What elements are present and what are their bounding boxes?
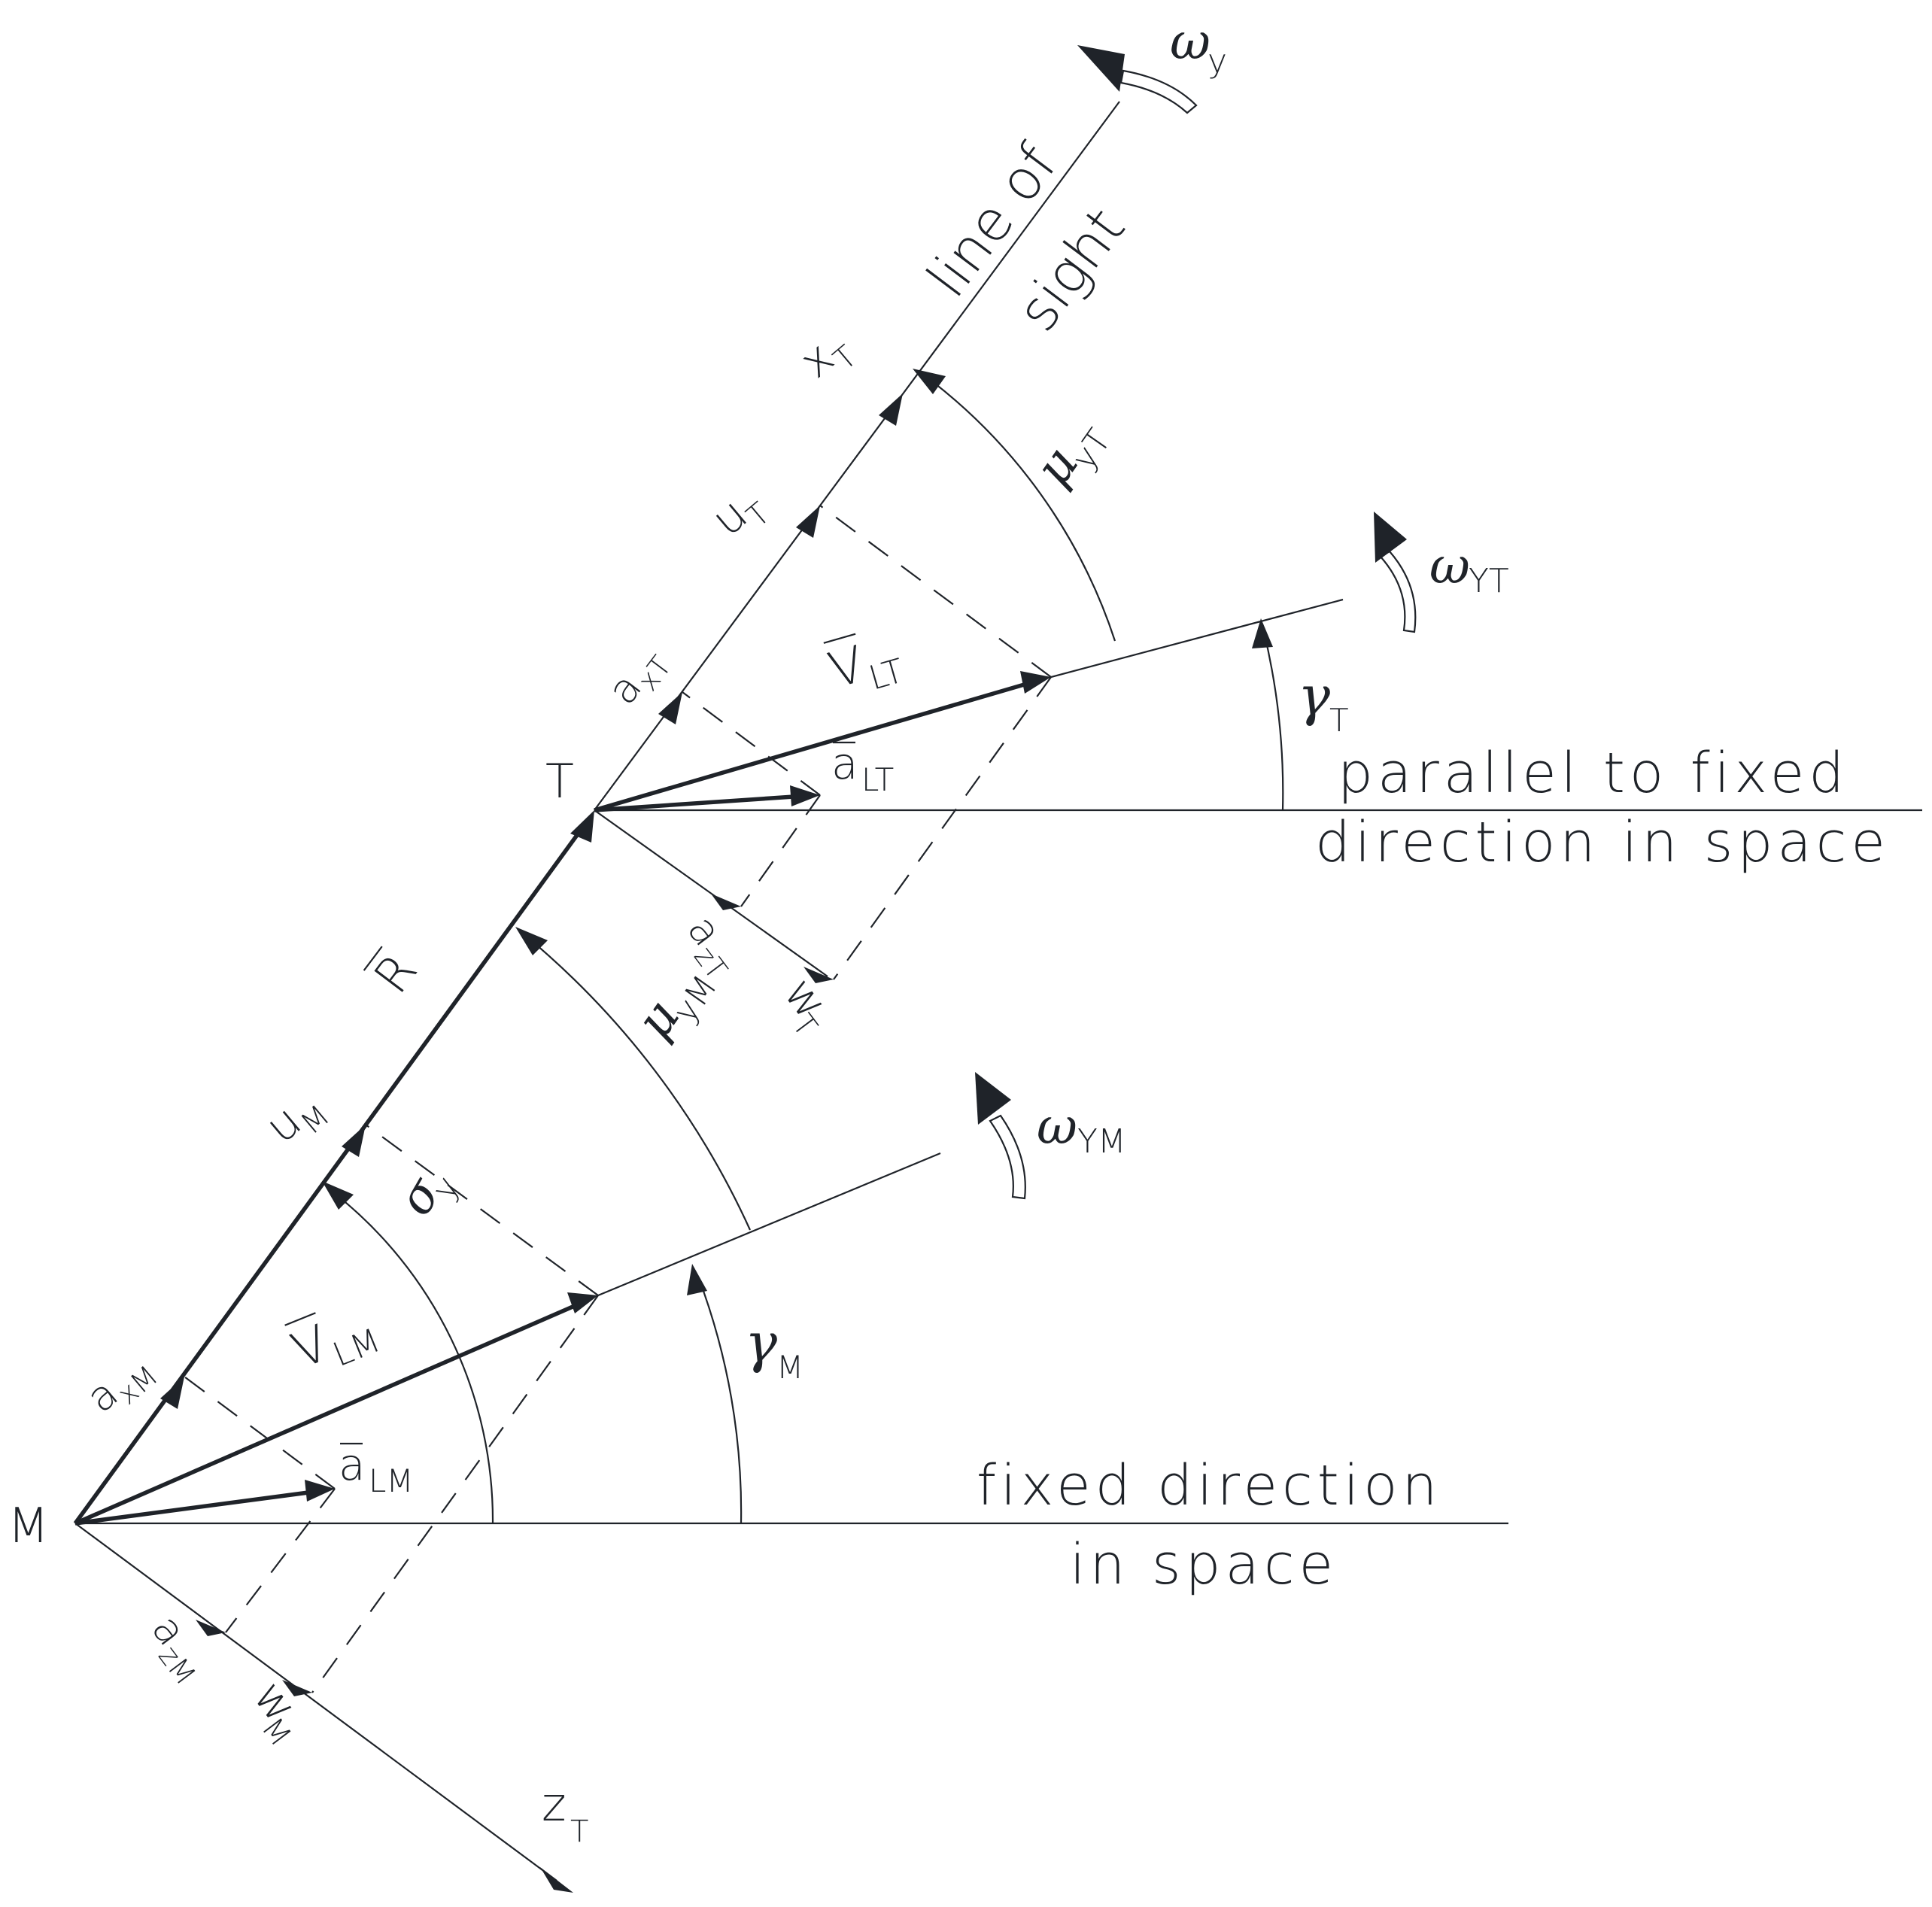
gamma-T-arrowhead bbox=[1252, 618, 1273, 648]
dash-VLT-to-wT bbox=[833, 676, 1052, 980]
axT-label: a xT bbox=[598, 650, 678, 713]
uM-label: u M bbox=[256, 1095, 337, 1153]
gamma-T-sub: T bbox=[1329, 702, 1349, 739]
missile-accel-arrowhead bbox=[305, 1480, 335, 1502]
missile-velocity-arrowhead bbox=[567, 1292, 598, 1313]
axM-arrowhead bbox=[160, 1377, 184, 1409]
aLM-label: a LM bbox=[339, 1439, 414, 1499]
missile-velocity-direction-line bbox=[597, 1152, 941, 1297]
VLM-text: V bbox=[284, 1314, 337, 1380]
azT-arrowhead bbox=[711, 894, 741, 910]
zT-arrowhead bbox=[540, 1867, 573, 1893]
zT-label: z T bbox=[542, 1777, 588, 1849]
azM-arrowhead bbox=[196, 1620, 226, 1636]
gamma-M-text: γ bbox=[745, 1311, 778, 1374]
aLT-label: a LT bbox=[831, 738, 894, 798]
sigma-y-arc bbox=[333, 1192, 494, 1524]
gamma-M-arrowhead bbox=[687, 1264, 707, 1295]
missile-velocity-vector bbox=[74, 1300, 585, 1526]
dash-aLM-to-axM bbox=[184, 1376, 336, 1489]
omega-YM-rotation-icon bbox=[975, 1072, 1026, 1200]
sigma-y-label: σ y bbox=[387, 1167, 467, 1225]
VLT-sub: LT bbox=[865, 651, 909, 698]
VLT-label: V LT bbox=[822, 633, 909, 700]
zT-text: z bbox=[542, 1777, 567, 1832]
range-vector-R bbox=[73, 822, 588, 1525]
gamma-T-label: γ T bbox=[1298, 664, 1349, 739]
axT-arrowhead bbox=[658, 692, 682, 724]
uT-arrowhead bbox=[796, 506, 820, 538]
VLT-text: V bbox=[822, 635, 871, 700]
omega-YT-label: ω YT bbox=[1429, 537, 1509, 600]
mu-yT-arrowhead bbox=[913, 369, 946, 394]
omega-YT-text: ω bbox=[1429, 537, 1470, 595]
sigma-y-arrowhead bbox=[322, 1181, 354, 1210]
wM-label: w M bbox=[243, 1672, 307, 1753]
xT-label: x T bbox=[790, 331, 864, 388]
omega-y-rotation-icon bbox=[1077, 45, 1198, 114]
axM-label: a xM bbox=[77, 1359, 164, 1422]
gamma-T-arc bbox=[1262, 631, 1284, 811]
point-T-label: T bbox=[545, 754, 574, 809]
target-accel-arrowhead bbox=[790, 785, 820, 806]
dash-VLM-to-uM bbox=[365, 1124, 599, 1296]
dash-aLM-to-azM bbox=[225, 1488, 336, 1633]
point-M-label: M bbox=[8, 1499, 49, 1554]
range-R-text: R bbox=[364, 944, 429, 1004]
fixed-direction-label-2: in space bbox=[1070, 1532, 1338, 1597]
aLT-sub: LT bbox=[861, 761, 894, 798]
azM-label: a zM bbox=[143, 1606, 202, 1691]
xT-arrowhead bbox=[879, 393, 903, 426]
mu-yM-arrowhead bbox=[515, 927, 548, 955]
omega-y-sub: y bbox=[1208, 42, 1227, 80]
fixed-direction-label-1: fixed direction bbox=[977, 1453, 1441, 1518]
omega-YM-sub: YM bbox=[1077, 1122, 1126, 1161]
omega-y-label: ω y bbox=[1170, 13, 1227, 80]
parallel-fixed-label-1: parallel to fixed bbox=[1338, 741, 1848, 806]
aLM-sub: LM bbox=[369, 1462, 414, 1499]
dash-VLT-to-uT bbox=[819, 505, 1052, 678]
wM-arrowhead bbox=[282, 1680, 312, 1696]
range-R-label: R bbox=[363, 944, 429, 1004]
aLT-text: a bbox=[831, 738, 858, 789]
VLM-label: V LM bbox=[284, 1312, 386, 1380]
aLM-text: a bbox=[339, 1439, 366, 1490]
wT-arrowhead bbox=[803, 967, 834, 983]
line-of-sight bbox=[594, 101, 1120, 811]
missile-accel-vector bbox=[74, 1489, 320, 1526]
parallel-fixed-label-2: direction in space bbox=[1315, 810, 1890, 875]
zT-sub: T bbox=[570, 1814, 588, 1849]
target-velocity-direction-line bbox=[1050, 598, 1344, 679]
dash-aLT-to-azT bbox=[740, 794, 821, 907]
omega-y-text: ω bbox=[1170, 13, 1211, 71]
dash-VLM-to-wM bbox=[311, 1295, 599, 1693]
omega-YT-rotation-icon bbox=[1374, 512, 1417, 633]
mu-yM-arc bbox=[526, 936, 752, 1231]
z-axis-T-line bbox=[594, 809, 828, 977]
z-axis-line bbox=[74, 1523, 557, 1881]
gamma-M-sub: M bbox=[776, 1349, 803, 1386]
mu-yT-arc bbox=[925, 375, 1116, 642]
azT-label: a zT bbox=[679, 906, 734, 986]
omega-YT-sub: YT bbox=[1469, 562, 1509, 600]
target-velocity-arrowhead bbox=[1020, 671, 1051, 694]
mu-yT-label: μ yT bbox=[1023, 422, 1119, 496]
omega-YM-label: ω YM bbox=[1037, 1098, 1126, 1161]
range-vector-arrowhead bbox=[570, 810, 594, 843]
target-accel-vector bbox=[594, 794, 806, 812]
dash-aLT-to-axT bbox=[682, 691, 821, 796]
target-velocity-vector bbox=[594, 679, 1035, 812]
omega-YM-text: ω bbox=[1037, 1098, 1077, 1155]
uT-label: u T bbox=[702, 487, 777, 546]
uM-arrowhead bbox=[342, 1125, 366, 1157]
gamma-M-label: γ M bbox=[745, 1311, 803, 1386]
gamma-T-text: γ bbox=[1298, 664, 1331, 727]
gamma-M-arc bbox=[697, 1276, 743, 1524]
